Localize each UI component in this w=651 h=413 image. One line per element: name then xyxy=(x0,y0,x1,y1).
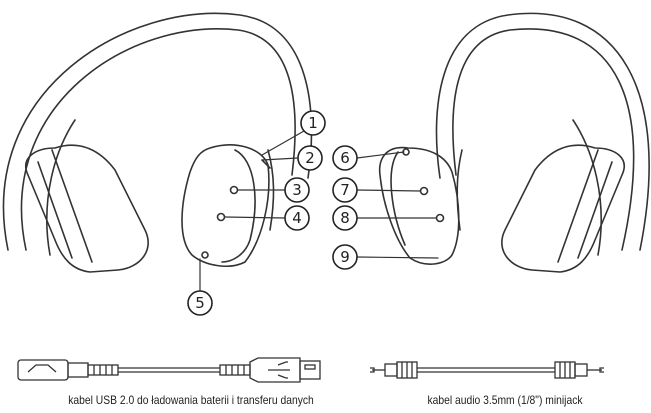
left-headband xyxy=(2,12,313,256)
usb-cable-caption: kabel USB 2.0 do ładowania baterii i tra… xyxy=(68,393,314,407)
right-earcup-controls xyxy=(378,146,460,265)
usb-cable-drawing xyxy=(17,357,321,383)
callouts: 1 2 3 4 5 6 7 8 xyxy=(187,110,358,316)
callout-number: 9 xyxy=(340,248,350,266)
audio-cable-caption: kabel audio 3.5mm (1/8") minijack xyxy=(427,393,583,407)
left-earcup-outer xyxy=(25,144,149,273)
callout-number: 7 xyxy=(340,181,350,199)
right-earcup-outer xyxy=(501,144,625,273)
callout-leaders xyxy=(199,130,439,293)
callout-1: 1 xyxy=(300,110,326,136)
callout-4: 4 xyxy=(284,205,310,231)
callout-3: 3 xyxy=(284,177,310,203)
callout-5: 5 xyxy=(187,290,213,316)
callout-8: 8 xyxy=(332,205,358,231)
callout-number: 8 xyxy=(340,209,350,227)
callout-2: 2 xyxy=(297,145,323,171)
right-headband xyxy=(435,12,650,256)
callout-number: 2 xyxy=(305,149,315,167)
left-earcup-controls xyxy=(181,144,271,268)
callout-7: 7 xyxy=(332,177,358,203)
callout-9: 9 xyxy=(332,244,358,270)
left-headphone xyxy=(2,12,313,273)
callout-number: 4 xyxy=(292,209,302,227)
right-headphone xyxy=(378,12,650,273)
callout-number: 3 xyxy=(292,181,302,199)
audio-cable-drawing xyxy=(370,361,604,379)
callout-6: 6 xyxy=(332,145,358,171)
callout-number: 5 xyxy=(195,294,205,312)
callout-number: 1 xyxy=(308,114,318,132)
callout-number: 6 xyxy=(340,149,350,167)
